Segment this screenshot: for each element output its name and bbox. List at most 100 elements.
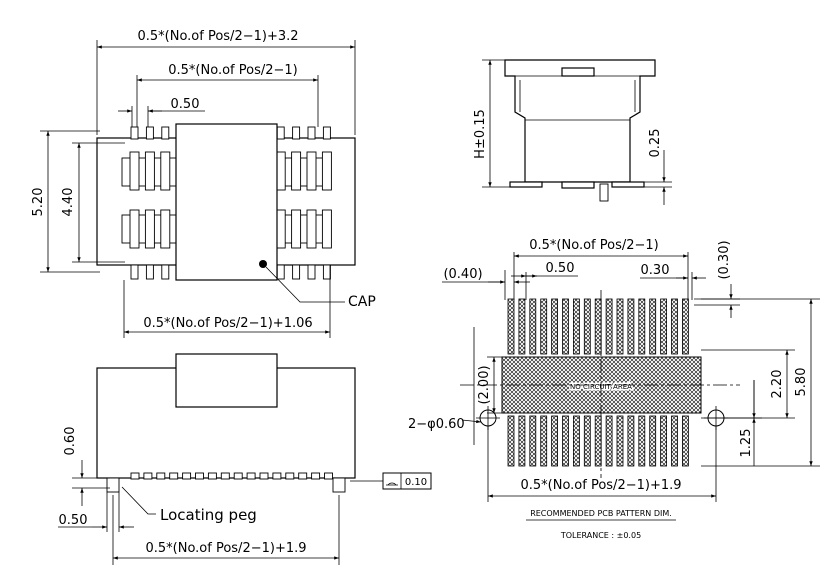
front-view-lead (130, 472, 140, 480)
hole-label: 2−φ0.60 (408, 417, 465, 432)
front-view-lead (259, 472, 269, 480)
front-view-lead (156, 472, 166, 480)
dim-overall-width: 0.5*(No.of Pos/2−1)+3.2 (137, 29, 298, 44)
top-view-lead (130, 264, 139, 280)
top-view-contact (321, 151, 332, 191)
contact-row (276, 157, 331, 187)
top-view-contact (306, 151, 317, 191)
pcb-pad-top (616, 298, 624, 355)
pcb-pad-bottom (573, 415, 580, 467)
pcb-pad-bottom (551, 415, 558, 467)
dim-pad-width: 0.30 (641, 263, 670, 278)
front-view-lead (233, 472, 243, 480)
pcb-pad-bottom (518, 415, 526, 467)
pcb-pad-bottom (507, 415, 515, 467)
pattern-title: RECOMMENDED PCB PATTERN DIM. (530, 509, 672, 518)
top-view-contact (291, 209, 302, 249)
front-view-lead (195, 472, 204, 480)
pcb-pad-top (605, 298, 613, 355)
pcb-pad-bottom (682, 415, 689, 467)
top-view-lead (161, 126, 170, 140)
side-view: H±0.15 0.25 (473, 59, 672, 205)
pcb-pad-bottom (529, 415, 537, 467)
top-view-contact (160, 151, 171, 191)
pcb-pad-bottom (660, 415, 667, 467)
pcb-pad-top (671, 298, 678, 355)
dim-bottom-span: 0.5*(No.of Pos/2−1)+1.06 (143, 316, 312, 331)
top-view-lead (276, 126, 285, 140)
dim-pcb-pin-span: 0.5*(No.of Pos/2−1) (529, 238, 658, 253)
top-view-lead (292, 264, 301, 280)
dim-front-height: 0.60 (63, 427, 78, 456)
pcb-pad-bottom (594, 415, 602, 467)
top-view-lead (276, 264, 285, 280)
pcb-pad-top (583, 298, 591, 355)
top-view-contact (129, 209, 140, 249)
pcb-pad-top (638, 298, 646, 355)
flatness-value: 0.10 (405, 477, 427, 488)
top-view-lead (145, 264, 154, 280)
top-view-contact (144, 209, 155, 249)
pcb-pad-top (529, 298, 537, 355)
pcb-pad-top (649, 298, 657, 355)
front-view-lead (143, 472, 153, 480)
dim-height-outer: 5.20 (31, 188, 46, 217)
dim-side-height: H±0.15 (473, 109, 488, 159)
pcb-pad-bottom (540, 415, 548, 467)
pcb-pad-bottom (649, 415, 657, 467)
pcb-pattern: NO CIRCUIT AREA 2−φ0.60 0.5*(No.of Pos/2… (408, 238, 820, 540)
top-view: 0.5*(No.of Pos/2−1)+3.2 0.5*(No.of Pos/2… (31, 29, 376, 338)
cap-dot (259, 260, 267, 268)
pcb-pad-top (551, 298, 558, 355)
pcb-pad-top (540, 298, 548, 355)
top-view-lead (322, 264, 331, 280)
pcb-pad-bottom (638, 415, 646, 467)
dim-keepout: (2.00) (477, 365, 492, 404)
top-view-lead (292, 126, 301, 140)
dim-standoff: 0.25 (648, 129, 663, 158)
top-view-contact (144, 151, 155, 191)
top-view-lead (307, 264, 316, 280)
front-view-lead (324, 472, 333, 480)
pcb-pad-top (594, 298, 602, 355)
top-view-contact (291, 151, 302, 191)
front-view-lead (246, 472, 256, 480)
contact-row (276, 214, 331, 244)
locating-peg-label: Locating peg (160, 506, 257, 524)
front-view: 0.60 0.50 Locating peg 0.5*(No.of Pos/2−… (58, 353, 432, 565)
top-view-lead (161, 264, 170, 280)
front-view-lead (298, 472, 308, 480)
dim-pcb-overall: 0.5*(No.of Pos/2−1)+1.9 (520, 478, 681, 493)
front-view-lead (285, 472, 295, 480)
top-view-lead (307, 126, 316, 140)
pcb-pad-bottom (583, 415, 591, 467)
top-view-contact (306, 209, 317, 249)
top-view-lead (130, 126, 139, 140)
front-view-lead (220, 472, 230, 480)
pcb-pad-bottom (616, 415, 624, 467)
front-view-lead (207, 472, 217, 480)
dim-overall-height: 5.80 (794, 368, 809, 397)
pcb-pad-bottom (671, 415, 678, 467)
pcb-pad-top (507, 298, 515, 355)
dim-pin-span: 0.5*(No.of Pos/2−1) (168, 63, 297, 78)
front-view-lead (272, 472, 282, 480)
dim-height-inner: 4.40 (61, 188, 76, 217)
pcb-pad-bottom (562, 415, 569, 467)
pcb-pad-top (627, 298, 635, 355)
dim-pad-clear: (0.30) (717, 240, 732, 279)
pcb-pad-bottom (627, 415, 635, 467)
pcb-pad-bottom (605, 415, 613, 467)
top-view-lead (322, 126, 331, 140)
dim-inner-span: 2.20 (770, 370, 785, 399)
top-view-contact (160, 209, 171, 249)
top-view-contact (129, 151, 140, 191)
dim-pitch: 0.50 (171, 97, 200, 112)
pcb-pad-top (660, 298, 667, 355)
top-view-contact (321, 209, 332, 249)
front-view-lead (169, 472, 179, 480)
tolerance-note: TOLERANCE : ±0.05 (560, 531, 641, 540)
dim-pcb-pitch: 0.50 (546, 261, 575, 276)
cap-label: CAP (348, 294, 376, 310)
